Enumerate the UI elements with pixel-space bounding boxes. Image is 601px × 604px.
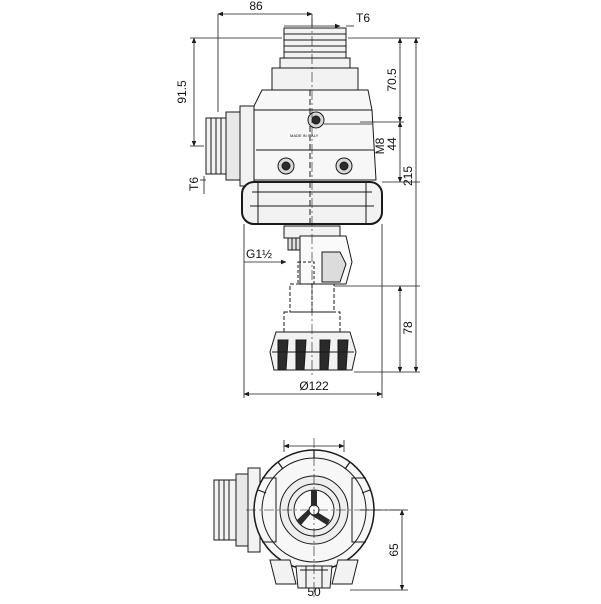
side-inlet (205, 105, 255, 187)
dim-diameter-122: Ø122 (299, 379, 329, 393)
top-outlet (271, 27, 359, 91)
dim-78: 78 (401, 321, 415, 335)
dim-70-5: 70.5 (385, 68, 399, 92)
dim-g1-half: G1½ (246, 247, 272, 261)
bolt-head-right (335, 157, 353, 175)
dim-91-5: 91.5 (175, 80, 189, 104)
bottom-crown (269, 331, 357, 371)
top-view (213, 438, 404, 598)
drain-assembly (283, 225, 353, 285)
dim-m8: M8 (373, 137, 387, 154)
side-dimensions (190, 11, 420, 398)
side-view: MADE IN ITALY (205, 18, 383, 378)
dim-t6-side: T6 (187, 177, 201, 191)
body-marking: MADE IN ITALY (290, 133, 319, 138)
bolt-head-left (277, 157, 295, 175)
dim-44: 44 (385, 137, 399, 151)
dim-215: 215 (401, 166, 415, 186)
dim-65: 65 (387, 543, 401, 557)
top-dimensions (283, 440, 408, 591)
dim-50: 50 (307, 585, 321, 599)
bolt-head-top (307, 111, 325, 129)
dim-t6-top: T6 (356, 11, 370, 25)
dim-86: 86 (249, 0, 263, 13)
